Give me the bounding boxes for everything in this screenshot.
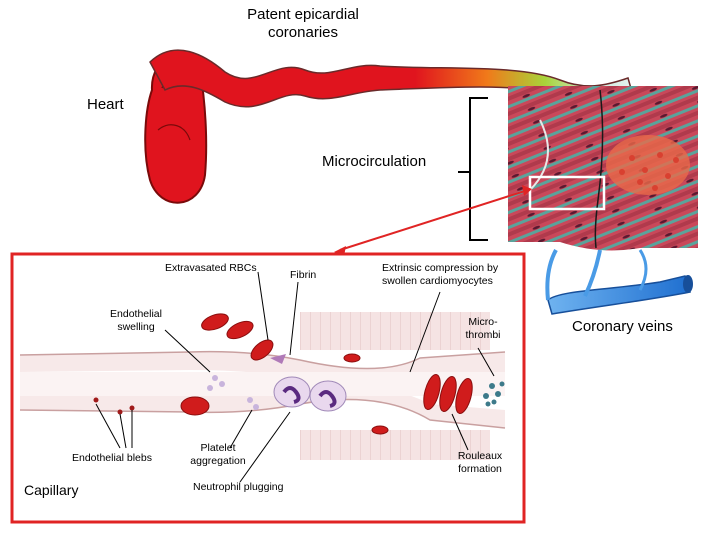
platelet-aggregation-label: Platelet aggregation: [190, 442, 246, 467]
patent-coronaries-label: Patent epicardial coronaries: [247, 6, 359, 41]
microthrombi-label: Micro-thrombi: [465, 316, 501, 341]
neutrophil-plugging-label: Neutrophil plugging: [193, 481, 284, 493]
extrinsic-compression-label: Extrinsic compression by swollen cardiom…: [382, 262, 499, 287]
microthrombus: [483, 381, 505, 407]
zoom-highlight-box: [528, 175, 606, 211]
heart-label: Heart: [87, 96, 124, 113]
microcirculation-bracket: [469, 97, 488, 241]
coronary-veins-label: Coronary veins: [572, 318, 673, 335]
myocardium-histology: [508, 86, 698, 251]
capillary-vessel: [19, 312, 506, 460]
endothelial-blebs-label: Endothelial blebs: [72, 452, 152, 464]
zoom-arrow: [334, 185, 532, 256]
coronary-artery-tube: [149, 49, 633, 108]
platelets: [207, 375, 259, 410]
microcirculation-label: Microcirculation: [322, 153, 427, 170]
endothelial-blebs: [93, 397, 135, 415]
rouleaux-formation-label: Rouleaux formation: [457, 450, 503, 475]
extravasated-rbcs-label: Extravasated RBCs: [165, 262, 257, 274]
coronary-veins: [545, 249, 693, 315]
leader-lines: [95, 271, 495, 483]
endothelial-swelling-label: Endothelial swelling: [110, 308, 162, 333]
fibrin-strands: [270, 354, 286, 364]
capillary-label: Capillary: [24, 482, 79, 498]
fibrin-label: Fibrin: [290, 269, 317, 281]
red-blood-cells: [180, 313, 473, 435]
neutrophils: [273, 376, 347, 412]
